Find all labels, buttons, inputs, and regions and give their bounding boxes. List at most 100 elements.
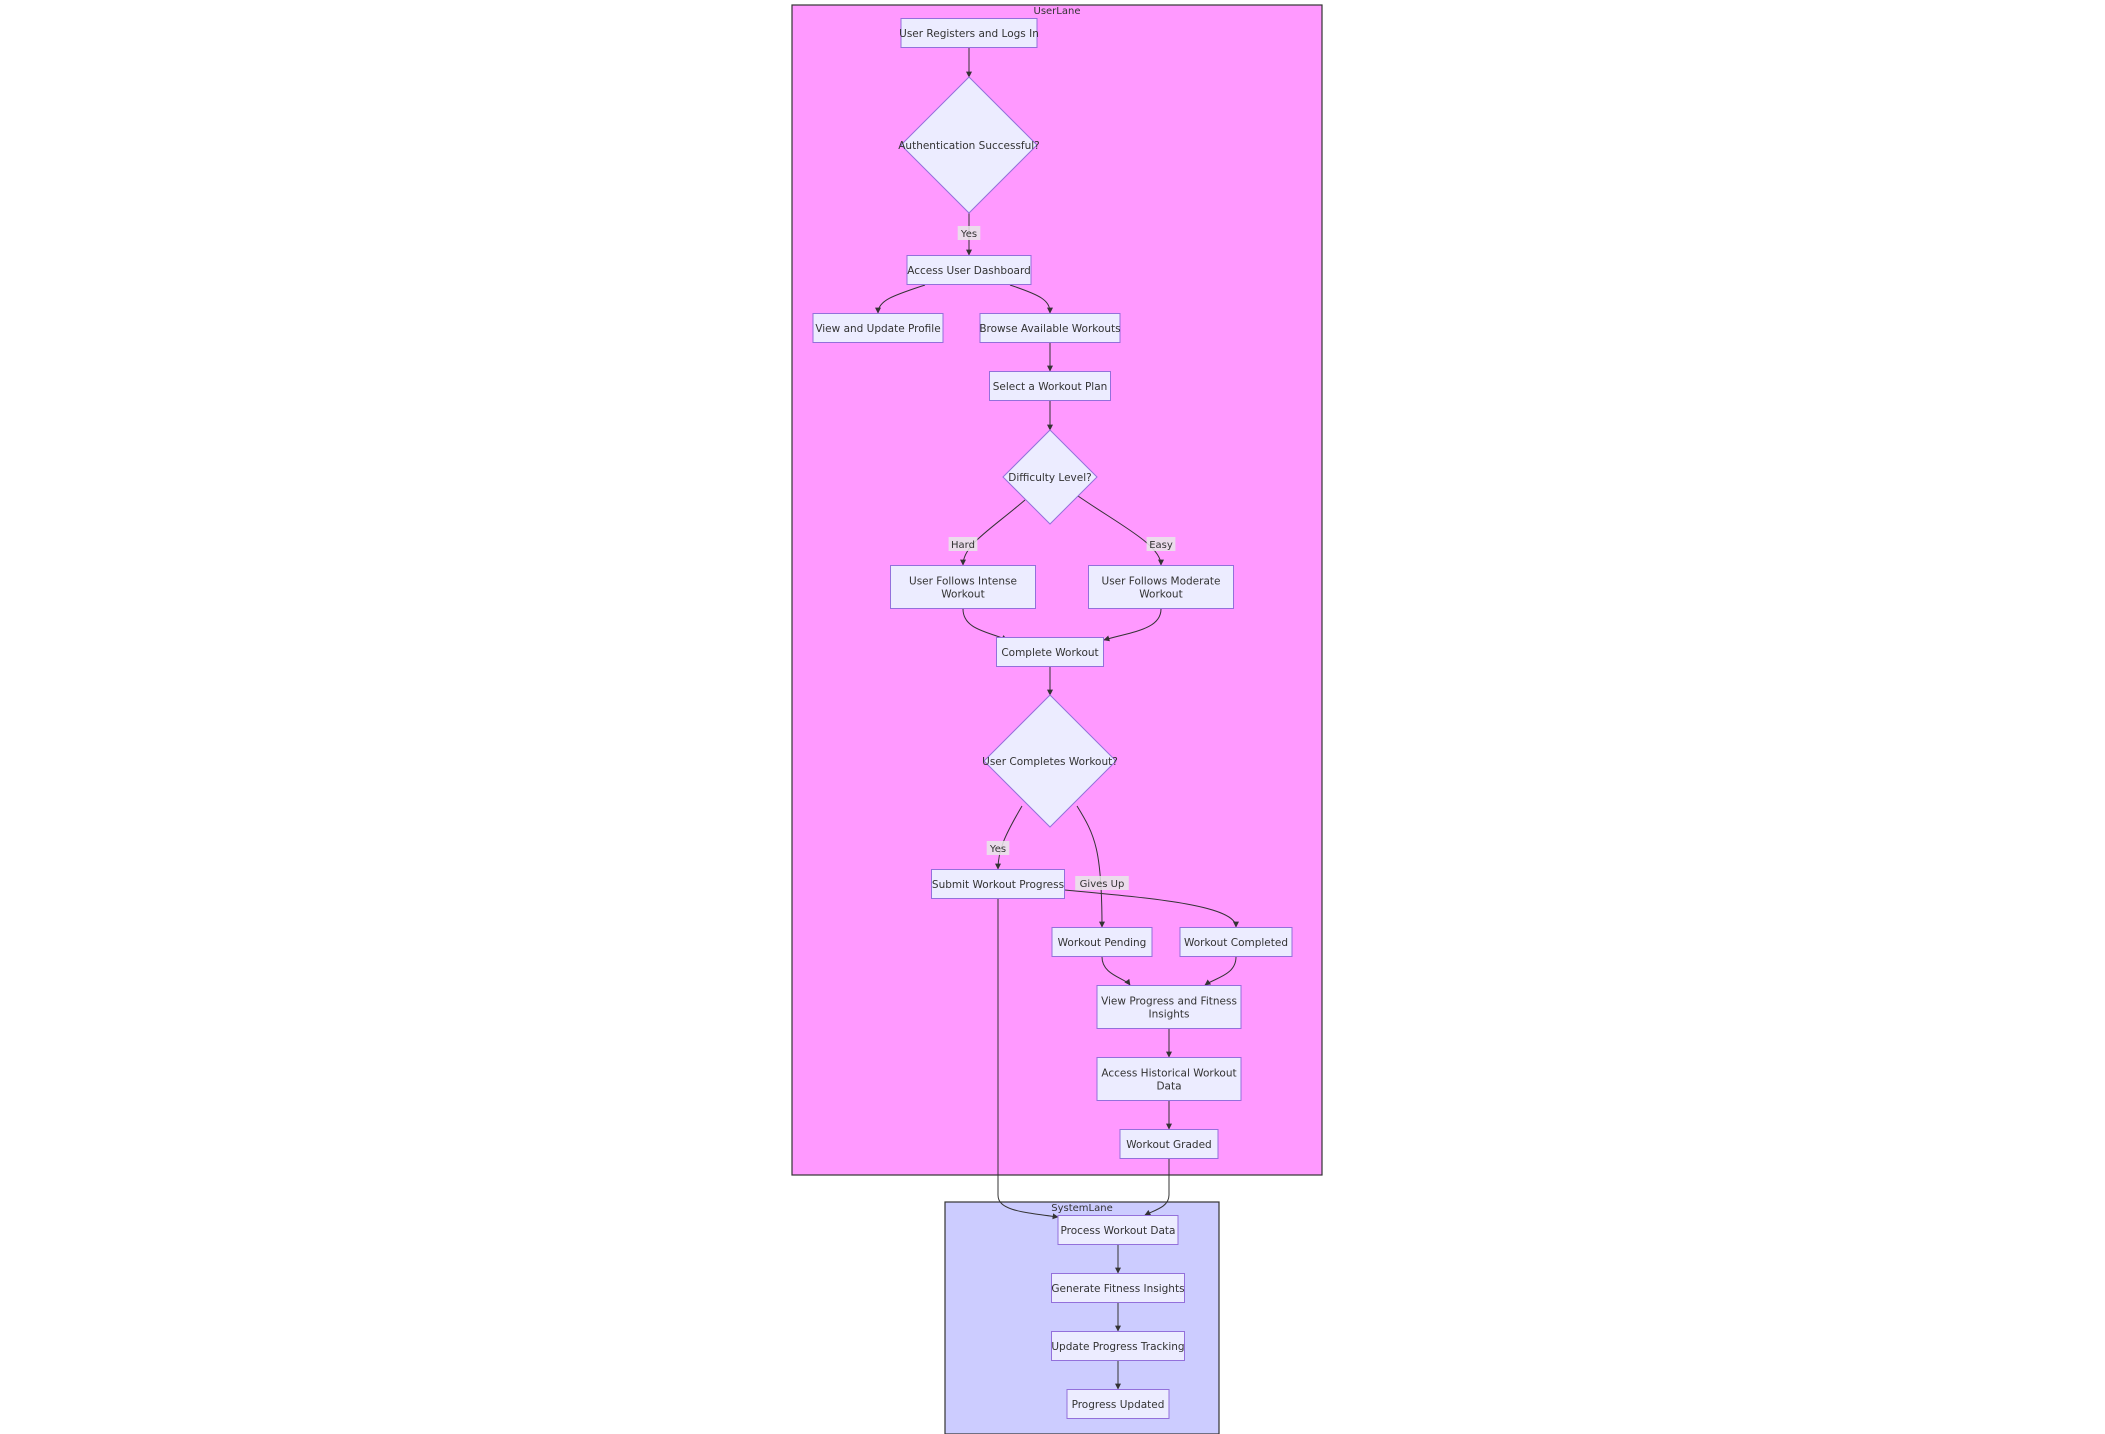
edge-label-hard: Hard [948,537,978,551]
node-select[interactable]: Select a Workout Plan [989,371,1111,401]
node-profile[interactable]: View and Update Profile [812,313,944,343]
edge-label-auth-yes: Yes [957,226,981,240]
user-lane [791,4,1323,1176]
node-label: View Progress and Fitness [1101,996,1237,1008]
node-label: Complete Workout [1001,647,1098,659]
edge-dashboard-to-browse [1009,284,1053,314]
process-box [1096,985,1242,1029]
node-completes[interactable]: User Completes Workout? [982,694,1118,828]
edge-submit-to-process [997,899,1059,1220]
edge-label-bg [957,226,981,240]
node-browse[interactable]: Browse Available Workouts [979,313,1121,343]
node-label: Process Workout Data [1061,1225,1176,1237]
decision-diamond [1002,429,1098,525]
edge-completed-to-insights [1204,956,1237,986]
edge-label-text: Yes [960,229,977,240]
node-label: Workout Graded [1126,1139,1211,1151]
node-complete[interactable]: Complete Workout [996,637,1104,667]
node-difficulty[interactable]: Difficulty Level? [1002,429,1098,525]
process-box [1096,1057,1242,1101]
node-label: Generate Fitness Insights [1051,1283,1184,1295]
flow-nodes: User Registers and Logs In Authentication… [812,18,1293,1419]
edge-submit-to-completed [1064,889,1239,928]
edge-label-completes-yes: Yes [986,841,1010,855]
node-graded[interactable]: Workout Graded [1119,1129,1219,1159]
edge-label-text: Gives Up [1080,879,1125,890]
node-label: Access Historical Workout [1101,1068,1236,1080]
edge-label-bg [948,537,978,551]
node-label: Workout [1139,589,1182,601]
edge-moderate-to-complete [1103,608,1162,642]
edge-label-easy: Easy [1146,537,1176,551]
node-label: Select a Workout Plan [993,381,1108,393]
edge-label-bg [1075,876,1129,890]
edge-label-gives-up: Gives Up [1075,876,1129,890]
node-register[interactable]: User Registers and Logs In [899,18,1039,48]
process-box [812,313,944,343]
process-box [1057,1215,1179,1245]
node-tracking[interactable]: Update Progress Tracking [1051,1331,1185,1361]
process-box [900,18,1038,48]
node-label: Access User Dashboard [907,265,1031,277]
node-label: Difficulty Level? [1008,472,1091,484]
process-box [1119,1129,1219,1159]
decision-diamond [900,76,1038,214]
node-label: Update Progress Tracking [1051,1341,1184,1353]
process-box [890,565,1036,609]
node-auth[interactable]: Authentication Successful? [898,76,1040,214]
process-box [1051,1273,1185,1303]
node-label: User Registers and Logs In [899,28,1039,40]
node-process[interactable]: Process Workout Data [1057,1215,1179,1245]
process-box [989,371,1111,401]
process-box [1088,565,1234,609]
edge-dashboard-to-profile [875,284,926,314]
node-label: User Follows Moderate [1102,576,1221,588]
node-generate[interactable]: Generate Fitness Insights [1051,1273,1185,1303]
edge-label-bg [986,841,1010,855]
node-label: Workout Pending [1058,937,1147,949]
node-submit[interactable]: Submit Workout Progress [931,869,1065,899]
edge-completes-to-pending [1076,805,1105,928]
node-pending[interactable]: Workout Pending [1051,927,1153,957]
node-label: User Follows Intense [909,576,1017,588]
process-box [1066,1389,1170,1419]
edge-pending-to-insights [1101,956,1131,986]
node-label: View and Update Profile [815,323,940,335]
connectors [875,48,1239,1390]
node-label: Insights [1148,1009,1189,1021]
process-box [1179,927,1293,957]
node-label: Workout [941,589,984,601]
node-updated[interactable]: Progress Updated [1066,1389,1170,1419]
node-label: Progress Updated [1072,1399,1165,1411]
system-lane-title: SystemLane [1051,1203,1112,1214]
process-box [1051,1331,1185,1361]
process-box [1051,927,1153,957]
user-lane-title: UserLane [1034,6,1081,17]
edge-label-text: Yes [989,844,1006,855]
node-label: Data [1156,1081,1181,1093]
node-label: Authentication Successful? [898,140,1040,152]
node-completed[interactable]: Workout Completed [1179,927,1293,957]
edge-difficulty-to-moderate [1077,495,1164,566]
node-label: Browse Available Workouts [979,323,1120,335]
node-label: Submit Workout Progress [932,879,1064,891]
process-box [931,869,1065,899]
process-box [906,255,1032,285]
node-label: Workout Completed [1184,937,1288,949]
process-box [979,313,1121,343]
process-box [996,637,1104,667]
edge-label-text: Easy [1149,540,1173,551]
edge-graded-to-process [1144,1159,1170,1216]
edge-label-text: Hard [951,540,975,551]
edge-label-bg [1146,537,1176,551]
decision-diamond [983,694,1117,828]
edge-difficulty-to-intense [960,499,1026,566]
node-label: User Completes Workout? [982,756,1118,768]
node-dashboard[interactable]: Access User Dashboard [906,255,1032,285]
